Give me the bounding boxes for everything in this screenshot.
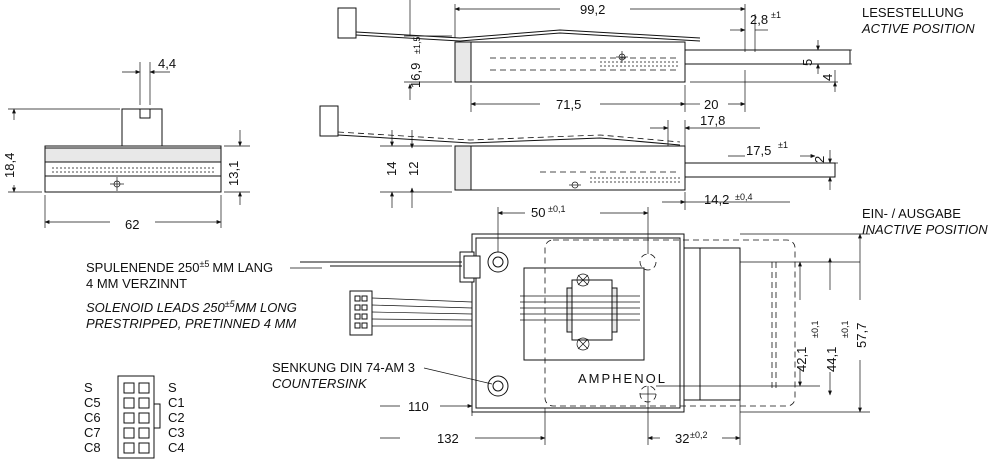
dim-17-5: 17,5 bbox=[746, 143, 771, 158]
brand-amphenol: AMPHENOL bbox=[578, 371, 667, 386]
pin-right-3: C3 bbox=[168, 425, 185, 440]
svg-text:±0,2: ±0,2 bbox=[690, 430, 707, 440]
active-body bbox=[454, 41, 686, 83]
pin-left-4: C8 bbox=[84, 440, 101, 455]
ribbon-plug bbox=[349, 290, 373, 336]
svg-text:±1,5: ±1,5 bbox=[412, 37, 422, 54]
dim-110: 110 bbox=[408, 399, 429, 414]
inactive-label-de: EIN- / AUSGABE bbox=[862, 206, 961, 221]
dim-2-8: 2,8 bbox=[750, 12, 768, 27]
front-view: 4,4 18,4 13,1 62 bbox=[2, 56, 250, 232]
top-view: AMPHENOL 50 ±0,1 42,1 ±0,1 44,1 ±0,1 57,… bbox=[290, 204, 870, 446]
pin-left-0: S bbox=[84, 380, 93, 395]
svg-text:PRESTRIPPED, PRETINNED 4 MM: PRESTRIPPED, PRETINNED 4 MM bbox=[86, 316, 296, 331]
front-top-block bbox=[121, 108, 163, 147]
dim-14: 14 bbox=[384, 162, 399, 176]
svg-text:±1: ±1 bbox=[771, 10, 781, 20]
dim-4-4: 4,4 bbox=[158, 56, 176, 71]
dim-20: 20 bbox=[704, 97, 718, 112]
dim-18-4: 18,4 bbox=[2, 153, 17, 178]
dim-71-5: 71,5 bbox=[556, 97, 581, 112]
pin-right-2: C2 bbox=[168, 410, 185, 425]
dim-50: 50 bbox=[531, 205, 545, 220]
dim-4: 4 bbox=[820, 74, 835, 81]
inactive-label-en: INACTIVE POSITION bbox=[862, 222, 988, 237]
active-label-de: LESESTELLUNG bbox=[862, 5, 964, 20]
dim-62: 62 bbox=[125, 217, 139, 232]
active-card bbox=[684, 49, 851, 65]
pinout-diagram: S C5 C6 C7 C8 S C1 C2 C3 C4 bbox=[84, 375, 185, 459]
svg-text:±0,4: ±0,4 bbox=[735, 192, 752, 202]
dim-12: 12 bbox=[406, 162, 421, 176]
svg-text:SPULENENDE 250±5MM LANG: SPULENENDE 250±5MM LANG bbox=[86, 259, 273, 275]
svg-text:±0,1: ±0,1 bbox=[810, 321, 820, 338]
svg-text:±1: ±1 bbox=[778, 140, 788, 150]
dim-14-2: 14,2 bbox=[704, 192, 729, 207]
dim-42-1: 42,1 bbox=[794, 347, 809, 372]
pin-left-3: C7 bbox=[84, 425, 101, 440]
dim-5: 5 bbox=[800, 59, 815, 66]
inactive-card bbox=[684, 162, 836, 178]
dim-132: 132 bbox=[437, 431, 459, 446]
pin-left-2: C6 bbox=[84, 410, 101, 425]
dim-17-8: 17,8 bbox=[700, 113, 725, 128]
dim-44-1: 44,1 bbox=[824, 347, 839, 372]
countersink-note: SENKUNG DIN 74-AM 3 COUNTERSINK bbox=[272, 360, 415, 391]
dim-32: 32 bbox=[675, 431, 689, 446]
svg-text:±0,1: ±0,1 bbox=[548, 204, 565, 214]
svg-text:SENKUNG DIN 74-AM 3: SENKUNG DIN 74-AM 3 bbox=[272, 360, 415, 375]
dim-13-1: 13,1 bbox=[226, 161, 241, 186]
dim-16-9: 16,9 bbox=[408, 63, 423, 88]
dim-57-7: 57,7 bbox=[854, 323, 869, 348]
side-view-active: 99,2 2,8 ±1 16,9 ±1,5 5 4 71,5 20 bbox=[337, 0, 852, 112]
pin-right-0: S bbox=[168, 380, 177, 395]
active-label-en: ACTIVE POSITION bbox=[861, 21, 975, 36]
svg-text:COUNTERSINK: COUNTERSINK bbox=[272, 376, 368, 391]
pin-left-1: C5 bbox=[84, 395, 101, 410]
dim-2: 2 bbox=[812, 156, 827, 163]
side-view-inactive: 17,8 17,5 ±1 2 14 12 14,2 ±0,4 bbox=[319, 105, 838, 210]
svg-text:SOLENOID LEADS 250±5MM LONG: SOLENOID LEADS 250±5MM LONG bbox=[86, 299, 297, 315]
svg-text:±0,1: ±0,1 bbox=[840, 321, 850, 338]
dim-99-2: 99,2 bbox=[580, 2, 605, 17]
svg-text:4 MM VERZINNT: 4 MM VERZINNT bbox=[86, 276, 187, 291]
pin-right-4: C4 bbox=[168, 440, 185, 455]
inactive-body bbox=[454, 145, 686, 191]
pin-right-1: C1 bbox=[168, 395, 185, 410]
